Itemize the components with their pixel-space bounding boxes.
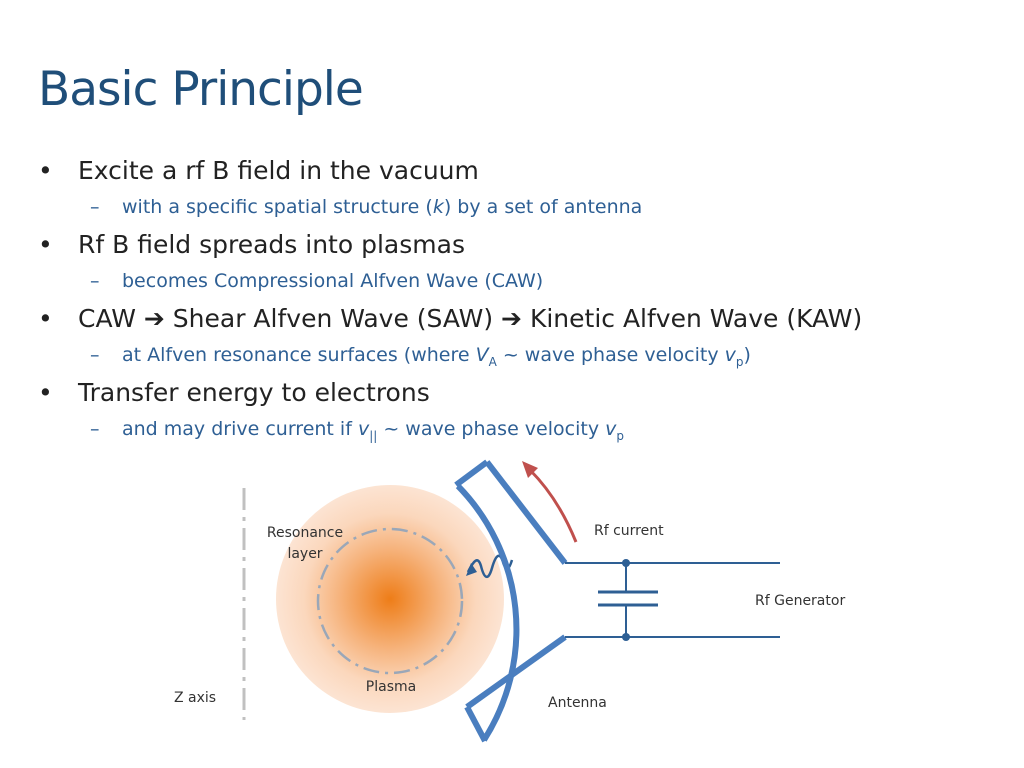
rf-current-label: Rf current xyxy=(594,523,664,539)
sub-bullet-text: and may drive current if v|| ~ wave phas… xyxy=(122,418,624,443)
bullet-item: • Transfer energy to electrons xyxy=(38,378,998,416)
plasma-label: Plasma xyxy=(366,679,416,695)
bullet-text: Transfer energy to electrons xyxy=(78,378,430,407)
resonance-label: Resonance xyxy=(267,525,343,541)
z-axis-label: Z axis xyxy=(174,690,216,706)
antenna-feed xyxy=(465,634,567,710)
wave-arrowhead-icon xyxy=(466,563,477,576)
bullet-item: • Rf B field spreads into plasmas xyxy=(38,230,998,268)
antenna-cap xyxy=(464,705,488,743)
bullet-item: • CAW ➔ Shear Alfven Wave (SAW) ➔ Kineti… xyxy=(38,304,998,342)
sub-bullet-dash: – xyxy=(90,344,100,366)
sub-bullet-dash: – xyxy=(90,270,100,292)
rf-current-arrowhead-icon xyxy=(522,461,538,478)
sub-bullet-item: – becomes Compressional Alfven Wave (CAW… xyxy=(38,268,998,304)
antenna-cap xyxy=(454,459,489,488)
bullet-item: • Excite a rf B field in the vacuum xyxy=(38,156,998,194)
sub-bullet-text: at Alfven resonance surfaces (where VA ~… xyxy=(122,344,751,369)
antenna-arc xyxy=(455,483,520,742)
resonance-ring xyxy=(316,527,464,675)
bullet-dot: • xyxy=(38,378,53,407)
sub-bullet-text: with a specific spatial structure (k) by… xyxy=(122,196,643,218)
antenna-feed xyxy=(484,460,568,565)
bullet-text: Rf B field spreads into plasmas xyxy=(78,230,465,259)
bullet-text: CAW ➔ Shear Alfven Wave (SAW) ➔ Kinetic … xyxy=(78,304,863,333)
plasma-disc xyxy=(276,485,504,713)
antenna-label: Antenna xyxy=(548,695,607,711)
arrow-icon: ➔ xyxy=(143,304,165,333)
rf-current-arrow xyxy=(528,468,578,543)
sub-bullet-item: – and may drive current if v|| ~ wave ph… xyxy=(38,416,998,452)
bullet-list: • Excite a rf B field in the vacuum – wi… xyxy=(38,156,998,452)
junction-dot xyxy=(622,633,630,641)
sub-bullet-item: – at Alfven resonance surfaces (where VA… xyxy=(38,342,998,378)
sub-bullet-text: becomes Compressional Alfven Wave (CAW) xyxy=(122,270,544,292)
bullet-dot: • xyxy=(38,156,53,185)
bullet-dot: • xyxy=(38,304,53,333)
bullet-text: Excite a rf B field in the vacuum xyxy=(78,156,479,185)
sub-bullet-item: – with a specific spatial structure (k) … xyxy=(38,194,998,230)
resonance-label: layer xyxy=(287,546,322,562)
rf-generator-label: Rf Generator xyxy=(755,593,845,609)
page-title: Basic Principle xyxy=(38,62,364,117)
sub-bullet-dash: – xyxy=(90,418,100,440)
bullet-dot: • xyxy=(38,230,53,259)
junction-dot xyxy=(622,559,630,567)
sub-bullet-dash: – xyxy=(90,196,100,218)
arrow-icon: ➔ xyxy=(501,304,522,333)
